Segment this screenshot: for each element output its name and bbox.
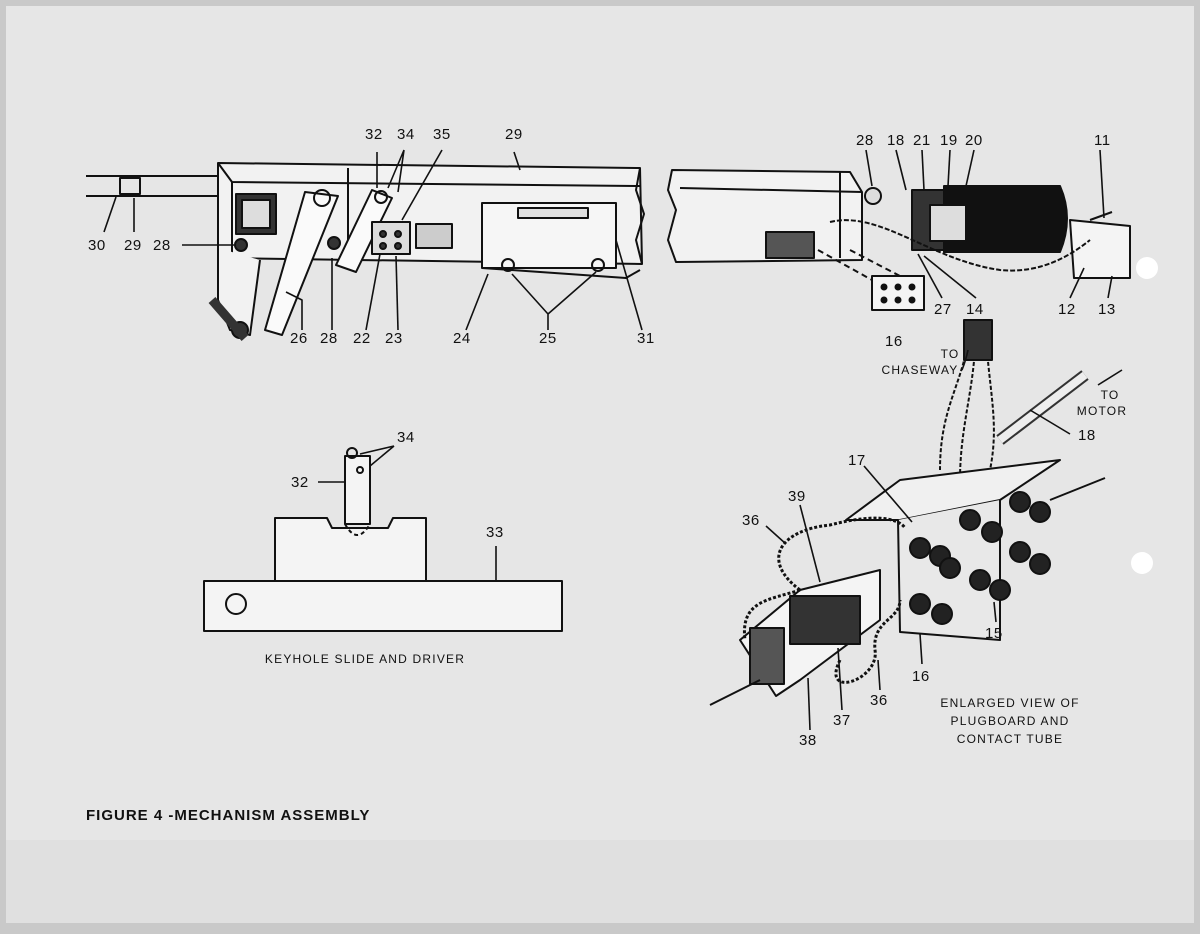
paper-bottom-strip — [6, 840, 1194, 923]
callout-34: 34 — [397, 126, 415, 143]
callout-28: 28 — [856, 132, 874, 149]
callout-25: 25 — [539, 330, 557, 347]
callout-27: 27 — [934, 301, 952, 318]
leader-lines — [103, 149, 1123, 731]
callout-37: 37 — [833, 712, 851, 729]
callout-22: 22 — [353, 330, 371, 347]
to-chaseway-line2: CHASEWAY — [881, 363, 959, 377]
enlarged-caption-line2: PLUGBOARD AND — [950, 714, 1070, 728]
figure-title: FIGURE 4 -MECHANISM ASSEMBLY — [86, 807, 371, 824]
callout-14: 14 — [966, 301, 984, 318]
callout-11: 11 — [1094, 132, 1111, 149]
callout-35: 35 — [433, 126, 451, 143]
enlarged-plugboard-view — [709, 319, 1106, 706]
callout-18: 18 — [1078, 427, 1096, 444]
to-motor-line2: MOTOR — [1076, 404, 1128, 418]
right-mechanism — [667, 169, 1131, 311]
callout-29: 29 — [505, 126, 523, 143]
callout-21: 21 — [913, 132, 931, 149]
callout-30: 30 — [88, 237, 106, 254]
keyhole-slide-and-driver — [203, 447, 563, 632]
callout-33: 33 — [486, 524, 504, 541]
punch-hole-top — [1136, 257, 1158, 279]
enlarged-caption-line3: CONTACT TUBE — [956, 732, 1064, 746]
callout-23: 23 — [385, 330, 403, 347]
callout-12: 12 — [1058, 301, 1076, 318]
callout-38: 38 — [799, 732, 817, 749]
to-motor-line1: TO — [1100, 388, 1120, 402]
callout-36: 36 — [870, 692, 888, 709]
callout-19: 19 — [940, 132, 958, 149]
callout-28: 28 — [153, 237, 171, 254]
enlarged-caption-line1: ENLARGED VIEW OF — [940, 696, 1080, 710]
callout-29: 29 — [124, 237, 142, 254]
to-chaseway-line1: TO — [940, 347, 960, 361]
callout-18: 18 — [887, 132, 905, 149]
callout-24: 24 — [453, 330, 471, 347]
left-mechanism — [86, 162, 645, 341]
paper — [6, 6, 1194, 923]
callout-32: 32 — [291, 474, 309, 491]
callout-16: 16 — [885, 333, 903, 350]
callout-28: 28 — [320, 330, 338, 347]
callout-31: 31 — [637, 330, 655, 347]
callout-32: 32 — [365, 126, 383, 143]
callout-20: 20 — [965, 132, 983, 149]
callout-39: 39 — [788, 488, 806, 505]
callout-17: 17 — [848, 452, 866, 469]
callout-36: 36 — [742, 512, 760, 529]
callout-13: 13 — [1098, 301, 1116, 318]
callout-34: 34 — [397, 429, 415, 446]
punch-hole-bottom — [1131, 552, 1153, 574]
keyhole-caption: KEYHOLE SLIDE AND DRIVER — [264, 652, 466, 666]
callout-16: 16 — [912, 668, 930, 685]
callout-15: 15 — [985, 625, 1003, 642]
callout-26: 26 — [290, 330, 308, 347]
